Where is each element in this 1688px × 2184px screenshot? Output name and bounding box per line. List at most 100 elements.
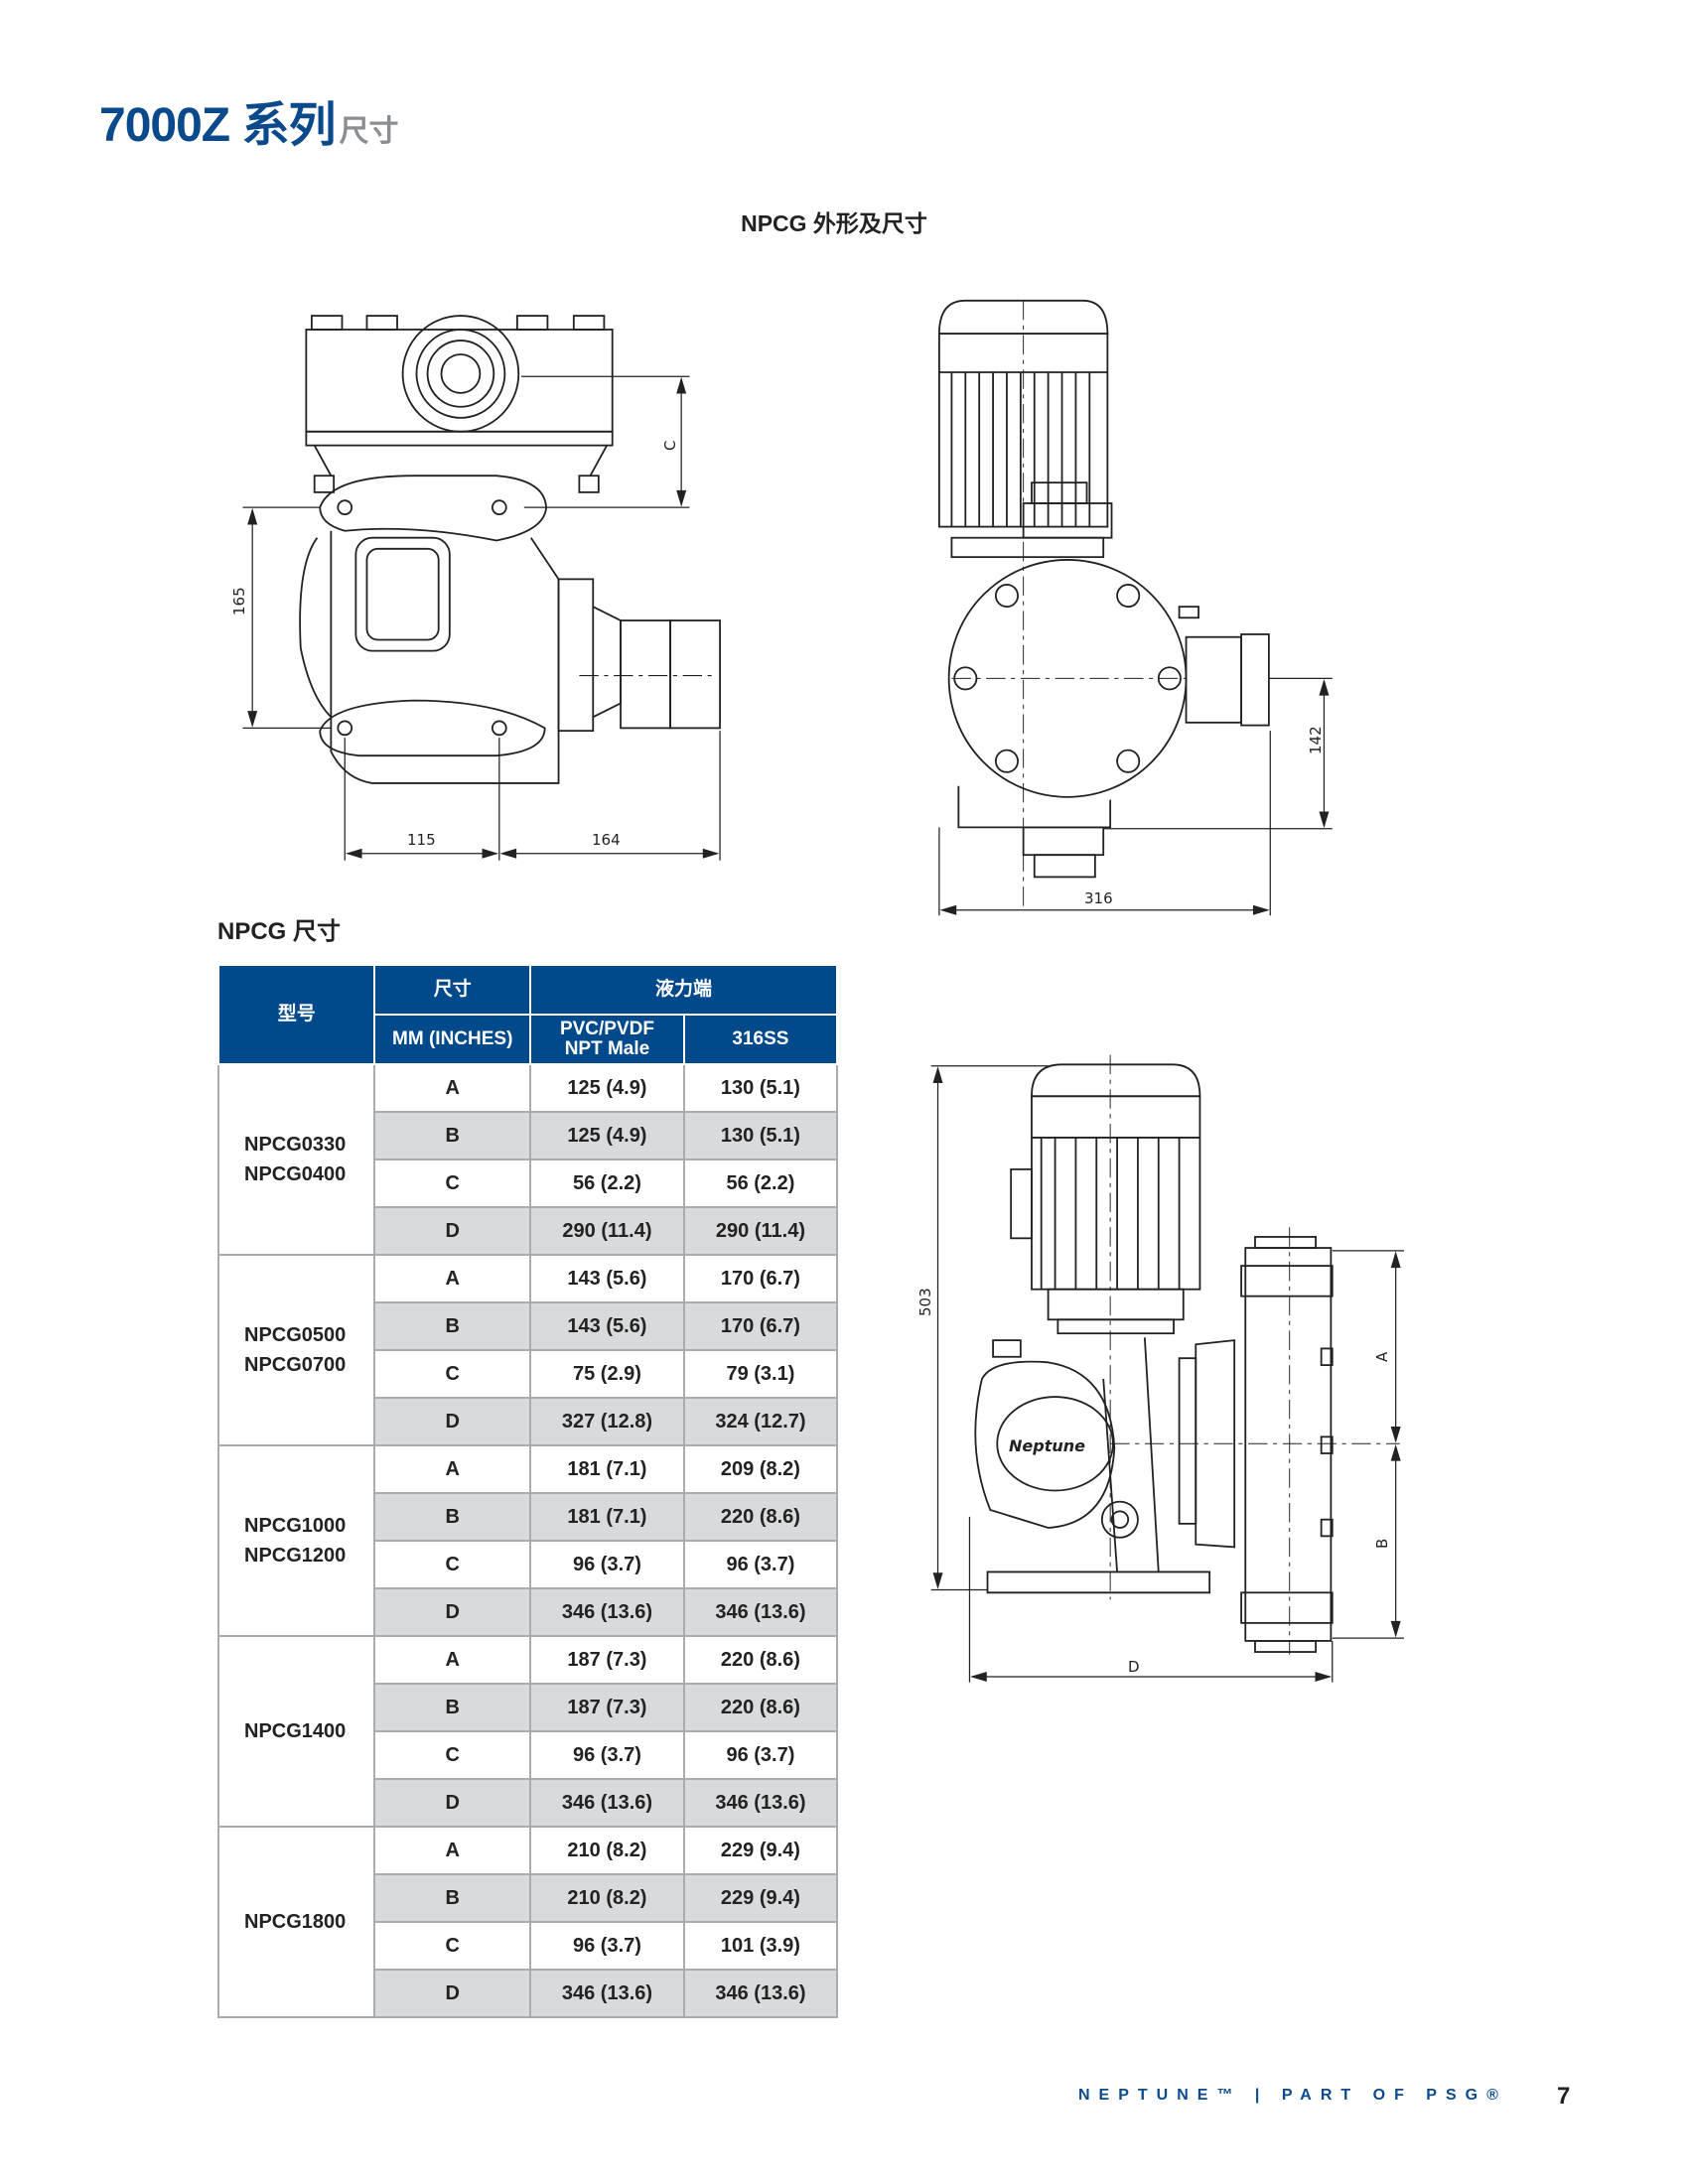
header-unit: MM (INCHES)	[373, 1014, 532, 1065]
ss-value: 130 (5.1)	[682, 1111, 839, 1160]
dimension-lines-view1	[242, 375, 721, 861]
pvc-value: 75 (2.9)	[529, 1349, 685, 1399]
dim-316: 316	[1084, 889, 1113, 907]
ss-value: 220 (8.6)	[682, 1492, 839, 1542]
model-name: NPCG1400	[244, 1720, 347, 1742]
dimension-label: D	[373, 1397, 532, 1446]
dimension-label: D	[373, 1969, 532, 2018]
dim-B: B	[1373, 1539, 1391, 1549]
pvc-value: 96 (3.7)	[529, 1921, 685, 1971]
pvc-value: 96 (3.7)	[529, 1540, 685, 1589]
header-size: 尺寸	[373, 964, 532, 1016]
ss-value: 220 (8.6)	[682, 1683, 839, 1732]
header-model: 型号	[216, 964, 376, 1065]
pvc-value: 143 (5.6)	[529, 1254, 685, 1303]
pvc-value: 181 (7.1)	[529, 1444, 685, 1494]
dimension-label: A	[373, 1635, 532, 1685]
ss-value: 96 (3.7)	[682, 1730, 839, 1780]
header-liquid-end: 液力端	[529, 964, 838, 1016]
model-name: NPCG0330	[244, 1134, 347, 1156]
pvc-value: 125 (4.9)	[529, 1111, 685, 1160]
pvc-value: 96 (3.7)	[529, 1730, 685, 1780]
pvc-value: 346 (13.6)	[529, 1969, 685, 2018]
pump-top-view-drawing	[299, 315, 721, 784]
ss-value: 229 (9.4)	[682, 1826, 839, 1875]
model-name-range-end: NPCG0400	[244, 1163, 347, 1185]
ss-value: 220 (8.6)	[682, 1635, 839, 1685]
title-main: 7000Z 系列	[99, 99, 336, 152]
ss-value: 101 (3.9)	[682, 1921, 839, 1971]
model-name: NPCG1800	[244, 1911, 347, 1933]
ss-value: 56 (2.2)	[682, 1159, 839, 1208]
pvc-value: 210 (8.2)	[529, 1873, 685, 1923]
dim-165: 165	[230, 587, 248, 615]
dimension-label: D	[373, 1587, 532, 1637]
ss-value: 130 (5.1)	[682, 1063, 839, 1113]
page-title: 7000Z 系列尺寸	[99, 85, 398, 155]
ss-value: 170 (6.7)	[682, 1301, 839, 1351]
pvc-value: 187 (7.3)	[529, 1683, 685, 1732]
dimension-label: A	[373, 1254, 532, 1303]
dimension-lines-view3	[930, 1065, 1405, 1683]
pvc-value: 56 (2.2)	[529, 1159, 685, 1208]
dimension-label: D	[373, 1778, 532, 1828]
ss-value: 79 (3.1)	[682, 1349, 839, 1399]
dimension-label: B	[373, 1301, 532, 1351]
figure-title: NPCG 外形及尺寸	[741, 210, 927, 236]
pump-front-view-drawing	[974, 1054, 1400, 1655]
title-sub: 尺寸	[339, 115, 399, 148]
neptune-logo: Neptune	[1009, 1436, 1085, 1455]
dimension-label: D	[373, 1206, 532, 1256]
pvc-value: 187 (7.3)	[529, 1635, 685, 1685]
dimension-label: B	[373, 1683, 532, 1732]
header-316ss: 316SS	[682, 1014, 839, 1065]
dimension-label: A	[373, 1063, 532, 1113]
model-cell: NPCG1400	[216, 1635, 376, 1828]
model-name: NPCG1000	[244, 1515, 347, 1537]
dimension-label: C	[373, 1730, 532, 1780]
ss-value: 229 (9.4)	[682, 1873, 839, 1923]
pvc-value: 346 (13.6)	[529, 1587, 685, 1637]
dim-503: 503	[916, 1288, 934, 1316]
ss-value: 324 (12.7)	[682, 1397, 839, 1446]
model-cell: NPCG1800	[216, 1826, 376, 2018]
ss-value: 346 (13.6)	[682, 1587, 839, 1637]
pvc-value: 290 (11.4)	[529, 1206, 685, 1256]
dim-C: C	[661, 441, 679, 451]
dimension-lines-view2	[938, 677, 1333, 916]
ss-value: 170 (6.7)	[682, 1254, 839, 1303]
header-pvc-line2: NPT Male	[564, 1038, 650, 1059]
pvc-value: 346 (13.6)	[529, 1778, 685, 1828]
dimension-label: B	[373, 1873, 532, 1923]
dimension-label: C	[373, 1349, 532, 1399]
pvc-value: 210 (8.2)	[529, 1826, 685, 1875]
dim-D: D	[1128, 1658, 1140, 1676]
dimension-label: B	[373, 1492, 532, 1542]
dim-A: A	[1373, 1351, 1391, 1362]
ss-value: 290 (11.4)	[682, 1206, 839, 1256]
header-pvc-line1: PVC/PVDF	[559, 1019, 654, 1039]
model-name-range-end: NPCG0700	[244, 1354, 347, 1376]
pvc-value: 143 (5.6)	[529, 1301, 685, 1351]
ss-value: 346 (13.6)	[682, 1969, 839, 2018]
